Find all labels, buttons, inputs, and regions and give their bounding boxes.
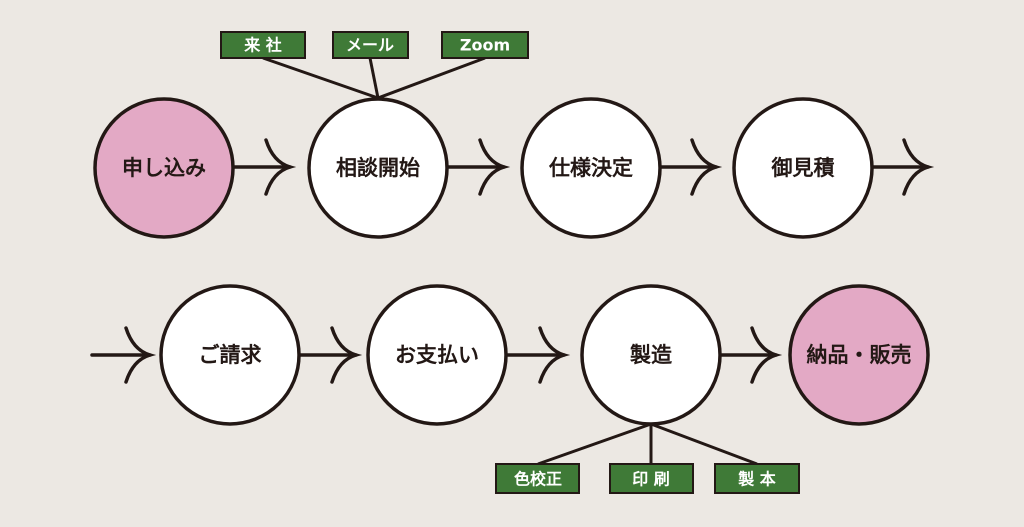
connector-lines [262, 56, 758, 466]
consult-method-tag: メール [332, 31, 409, 59]
step-label: 御見積 [771, 156, 836, 180]
arrow-right [720, 326, 783, 384]
tag-label: 来 社 [243, 36, 282, 55]
tag-label: 色校正 [514, 470, 562, 489]
tag-label: 印 刷 [632, 470, 670, 489]
step-node-7: 製造 [580, 284, 722, 426]
arrow-right [232, 138, 297, 196]
tag-label: メール [346, 36, 394, 55]
consult-method-tag: Zoom [441, 31, 529, 59]
step-label: お支払い [395, 343, 479, 367]
step-label: 申し込み [122, 156, 206, 180]
consult-method-tag: 来 社 [220, 31, 306, 59]
tag-label: 製 本 [737, 470, 776, 489]
step-node-4: 御見積 [732, 97, 874, 239]
connector-line [262, 56, 379, 100]
arrow-right [658, 138, 723, 196]
step-node-8: 納品・販売 [788, 284, 930, 426]
step-node-6: お支払い [366, 284, 508, 426]
arrow-right [446, 138, 511, 196]
arrow-right [506, 326, 571, 384]
arrow-right [90, 326, 157, 384]
arrow-right [298, 326, 363, 384]
step-node-3: 仕様決定 [520, 97, 662, 239]
tag-label: Zoom [460, 36, 510, 55]
step-label: ご請求 [199, 343, 262, 367]
production-step-tag: 製 本 [714, 463, 800, 494]
connector-line [377, 56, 486, 100]
step-node-5: ご請求 [159, 284, 301, 426]
step-label: 納品・販売 [807, 343, 912, 367]
connector-line [537, 422, 652, 466]
step-label: 製造 [629, 343, 673, 367]
production-step-tag: 色校正 [495, 463, 580, 494]
connector-line [368, 57, 380, 99]
connector-line [650, 422, 758, 466]
step-node-1: 申し込み [93, 97, 235, 239]
step-label: 相談開始 [336, 156, 420, 180]
step-node-2: 相談開始 [307, 97, 449, 239]
flow-arrows [90, 138, 935, 384]
step-label: 仕様決定 [548, 156, 633, 180]
arrow-right [870, 138, 935, 196]
production-step-tag: 印 刷 [609, 463, 694, 494]
